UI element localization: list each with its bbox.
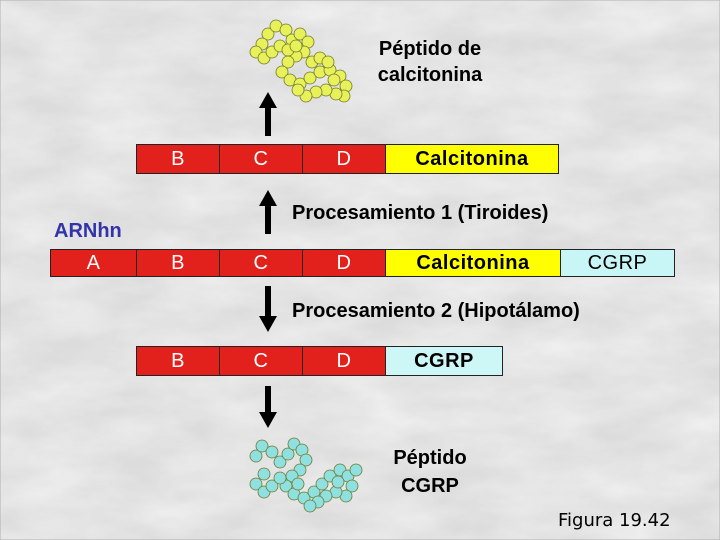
peptide-bead bbox=[281, 447, 295, 461]
calcitonin-peptide-label-line2: calcitonina bbox=[377, 64, 483, 86]
peptide-bead bbox=[249, 477, 263, 491]
row3-segment-c: C bbox=[219, 346, 303, 376]
peptide-bead bbox=[275, 65, 289, 79]
peptide-bead bbox=[315, 477, 329, 491]
arrow-down-processing2-icon bbox=[259, 286, 277, 332]
peptide-bead bbox=[331, 475, 345, 489]
row1-segment-b: B bbox=[136, 144, 220, 174]
calcitonin-peptide-label-line1: Péptido de bbox=[378, 38, 482, 60]
arrow-down-bottom-icon bbox=[259, 386, 277, 428]
row2-segment-d: D bbox=[302, 249, 386, 277]
peptide-bead bbox=[273, 471, 287, 485]
row1-segment-d-label: D bbox=[336, 147, 352, 170]
row3-segment-c-label: C bbox=[253, 349, 269, 372]
peptide-bead bbox=[255, 439, 269, 453]
cgrp-peptide-label: Péptido CGRP bbox=[370, 444, 490, 500]
peptide-bead bbox=[257, 467, 271, 481]
row2-segment-c: C bbox=[219, 249, 303, 277]
arrow-up-top-icon bbox=[259, 92, 277, 136]
cgrp-peptide-label-line2: CGRP bbox=[401, 475, 459, 497]
row2-segment-calcitonina-label: Calcitonina bbox=[416, 251, 530, 274]
row2-segment-a-label: A bbox=[86, 251, 101, 274]
row2-segment-b: B bbox=[136, 249, 220, 277]
row2-segment-d-label: D bbox=[336, 251, 352, 274]
peptide-bead bbox=[321, 55, 335, 69]
peptide-bead bbox=[261, 27, 275, 41]
row2-segment-b-label: B bbox=[171, 251, 185, 274]
peptide-bead bbox=[279, 23, 293, 37]
peptide-bead bbox=[303, 71, 317, 85]
row1-segment-c-label: C bbox=[253, 147, 269, 170]
calcitonin-peptide-label: Péptido de calcitonina bbox=[360, 36, 500, 88]
row3-segment-d-label: D bbox=[336, 349, 352, 372]
mrna-label: ARNhn bbox=[54, 220, 122, 242]
peptide-bead bbox=[291, 477, 305, 491]
cgrp-peptide-chain bbox=[249, 437, 363, 513]
calcitonin-peptide-chain bbox=[249, 19, 353, 103]
processing1-label: Procesamiento 1 (Tiroides) bbox=[292, 202, 549, 224]
row2-segment-a: A bbox=[50, 249, 137, 277]
peptide-bead bbox=[293, 27, 307, 41]
row1-segment-c: C bbox=[219, 144, 303, 174]
row2-segment-cgrp: CGRP bbox=[560, 249, 675, 277]
row2-segment-c-label: C bbox=[253, 251, 269, 274]
row1-segment-d: D bbox=[302, 144, 386, 174]
cgrp-peptide-label-line1: Péptido bbox=[393, 447, 467, 469]
peptide-bead bbox=[303, 499, 317, 513]
row3-segment-b-label: B bbox=[171, 349, 185, 372]
peptide-bead bbox=[249, 449, 263, 463]
row3-segment-cgrp: CGRP bbox=[385, 346, 503, 376]
peptide-bead bbox=[291, 83, 305, 97]
arrow-up-processing1-icon bbox=[259, 190, 277, 234]
peptide-bead bbox=[289, 39, 303, 53]
peptide-bead bbox=[265, 479, 279, 493]
row3-segment-d: D bbox=[302, 346, 386, 376]
peptide-bead bbox=[327, 73, 341, 87]
peptide-bead bbox=[345, 479, 359, 493]
peptide-bead bbox=[349, 463, 363, 477]
figure-caption: Figura 19.42 bbox=[558, 510, 671, 531]
row1-segment-b-label: B bbox=[171, 147, 185, 170]
peptide-bead bbox=[273, 455, 287, 469]
peptide-bead bbox=[299, 453, 313, 467]
row1-segment-calcitonina: Calcitonina bbox=[385, 144, 559, 174]
row3-segment-b: B bbox=[136, 346, 220, 376]
row2-segment-calcitonina: Calcitonina bbox=[385, 249, 561, 277]
processing2-label: Procesamiento 2 (Hipotálamo) bbox=[292, 300, 580, 322]
row2-segment-cgrp-label: CGRP bbox=[587, 251, 648, 274]
row1-segment-calcitonina-label: Calcitonina bbox=[415, 147, 529, 170]
peptide-bead bbox=[265, 445, 279, 459]
row3-segment-cgrp-label: CGRP bbox=[414, 349, 474, 372]
